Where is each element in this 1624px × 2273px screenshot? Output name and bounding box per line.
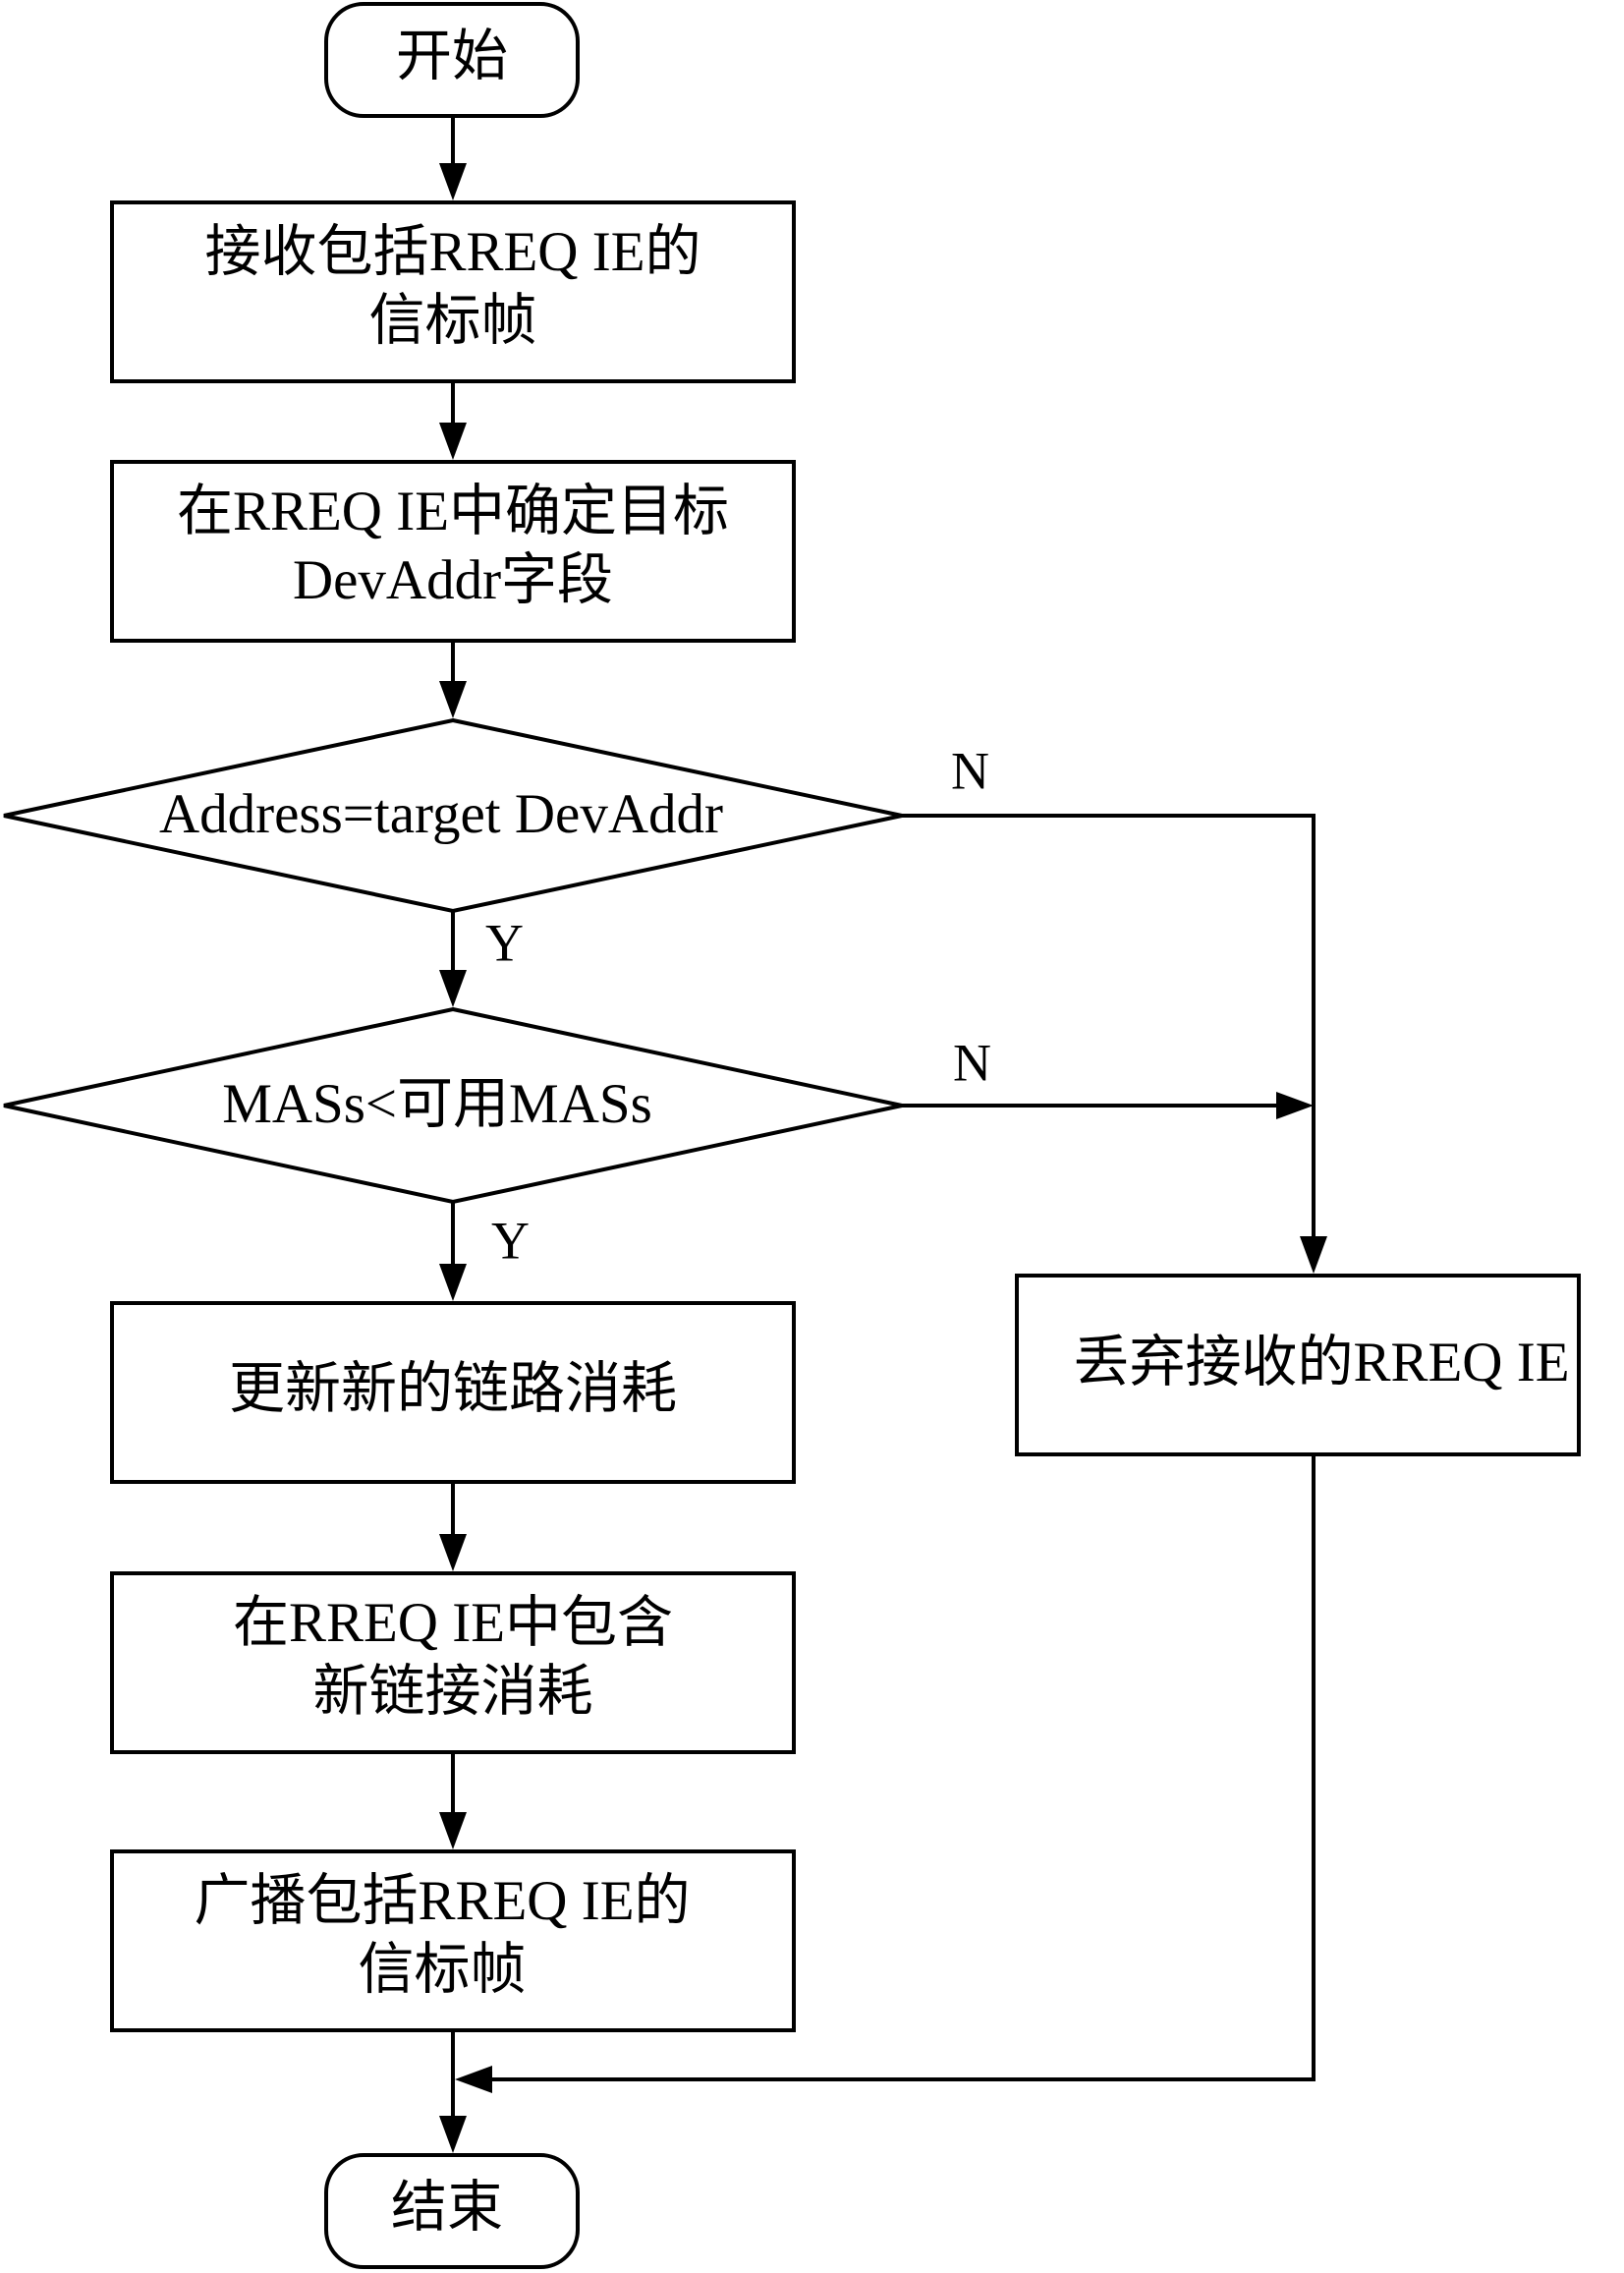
arrowhead bbox=[439, 163, 467, 200]
update-link-cost-box bbox=[110, 1301, 796, 1484]
end-label: 结束 bbox=[391, 2177, 503, 2239]
connector-line bbox=[902, 814, 1316, 1240]
receive-beacon-label-line1: 接收包括RREQ IE的 bbox=[204, 221, 700, 283]
arrowhead bbox=[455, 2066, 492, 2093]
mas-decision-label: MASs<可用MASs bbox=[222, 1073, 652, 1135]
update-link-cost-label: 更新新的链路消耗 bbox=[229, 1358, 677, 1420]
receive-beacon-label-line2: 信标帧 bbox=[369, 290, 537, 352]
discard-rreq-node: 丢弃接收的RREQ IE bbox=[1015, 1274, 1581, 1456]
arrowhead bbox=[439, 1534, 467, 1571]
include-link-cost-box bbox=[110, 1571, 796, 1754]
include-link-cost-node: 在RREQ IE中包含 新链接消耗 bbox=[110, 1571, 796, 1754]
arrowhead bbox=[439, 970, 467, 1007]
arrowhead bbox=[1300, 1236, 1327, 1274]
start-label: 开始 bbox=[396, 26, 508, 87]
receive-beacon-box bbox=[110, 200, 796, 383]
mas-yes-branch-label: Y bbox=[491, 1211, 530, 1270]
arrowhead bbox=[439, 1812, 467, 1849]
identify-devaddr-box bbox=[110, 460, 796, 643]
arrowhead bbox=[439, 681, 467, 718]
mas-decision-node: MASs<可用MASs bbox=[3, 1006, 903, 1205]
address-yes-branch-label: Y bbox=[485, 913, 524, 972]
connector-include-to-broadcast bbox=[439, 1752, 467, 1849]
identify-devaddr-label-line2: DevAddr字段 bbox=[293, 549, 613, 611]
connector-mas-yes-to-update bbox=[439, 1202, 467, 1301]
broadcast-beacon-label-line2: 信标帧 bbox=[359, 1939, 527, 2001]
connector-update-to-include bbox=[439, 1482, 467, 1571]
broadcast-beacon-label-line1: 广播包括RREQ IE的 bbox=[194, 1870, 690, 1932]
connector-mas-no-to-discard-path bbox=[902, 1092, 1314, 1119]
connector-address-yes-to-mas-decision bbox=[439, 911, 467, 1007]
connector-receive-to-identify bbox=[439, 381, 467, 460]
arrowhead bbox=[439, 2116, 467, 2153]
identify-devaddr-label-line1: 在RREQ IE中确定目标 bbox=[177, 481, 729, 542]
connector-start-to-receive bbox=[439, 116, 467, 200]
discard-rreq-box bbox=[1015, 1274, 1581, 1456]
connector-broadcast-to-end bbox=[439, 2030, 467, 2153]
address-no-branch-label: N bbox=[951, 741, 989, 800]
arrowhead bbox=[439, 423, 467, 460]
address-decision-node: Address=target DevAddr bbox=[3, 717, 903, 914]
arrowhead bbox=[1276, 1092, 1314, 1119]
broadcast-beacon-box bbox=[110, 1849, 796, 2032]
connector-discard-to-end-path bbox=[455, 1454, 1316, 2093]
connector-address-no-to-discard bbox=[902, 814, 1327, 1274]
end-node: 结束 bbox=[324, 2153, 580, 2269]
update-link-cost-node: 更新新的链路消耗 bbox=[110, 1301, 796, 1484]
address-decision-label: Address=target DevAddr bbox=[159, 783, 723, 845]
identify-devaddr-node: 在RREQ IE中确定目标 DevAddr字段 bbox=[110, 460, 796, 643]
end-terminator-shape bbox=[324, 2153, 580, 2269]
broadcast-beacon-node: 广播包括RREQ IE的 信标帧 bbox=[110, 1849, 796, 2032]
connector-identify-to-address-decision bbox=[439, 641, 467, 718]
include-link-cost-label-line2: 新链接消耗 bbox=[313, 1661, 593, 1723]
discard-rreq-label: 丢弃接收的RREQ IE bbox=[1073, 1332, 1569, 1393]
connector-line bbox=[488, 1454, 1316, 2081]
receive-beacon-node: 接收包括RREQ IE的 信标帧 bbox=[110, 200, 796, 383]
arrowhead bbox=[439, 1264, 467, 1301]
mas-no-branch-label: N bbox=[953, 1033, 991, 1092]
start-node: 开始 bbox=[324, 2, 580, 118]
include-link-cost-label-line1: 在RREQ IE中包含 bbox=[233, 1592, 673, 1654]
